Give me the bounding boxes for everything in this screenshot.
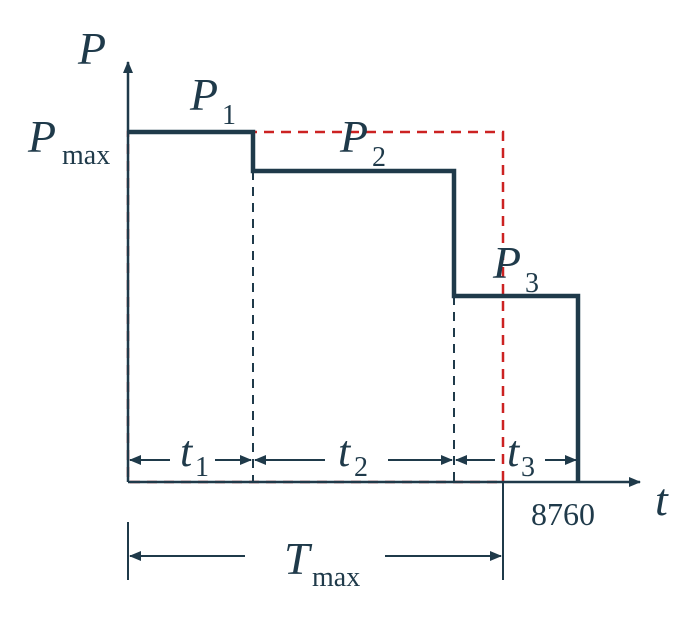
- p3-label-subscript: 3: [525, 268, 539, 299]
- p2-label-subscript: 2: [372, 142, 386, 173]
- x-axis-label: t: [655, 474, 669, 525]
- x-tick-8760: 8760: [531, 496, 595, 532]
- t1-label-subscript: 1: [195, 452, 209, 483]
- t2-label: t: [338, 427, 352, 476]
- pmax-label-subscript: max: [62, 140, 110, 171]
- p1-label: P: [189, 69, 218, 120]
- t2-label-subscript: 2: [354, 452, 368, 483]
- t1-label: t: [180, 427, 194, 476]
- p2-label: P: [339, 111, 368, 162]
- p1-label-subscript: 1: [222, 100, 236, 131]
- t3-label: t: [507, 427, 521, 476]
- tmax-label-subscript: max: [312, 562, 360, 593]
- y-axis-label: P: [77, 23, 106, 74]
- tmax-label: T: [284, 533, 313, 584]
- t3-label-subscript: 3: [521, 452, 535, 483]
- load-duration-curve: [128, 129, 581, 482]
- pmax-label: P: [27, 111, 56, 162]
- p3-label: P: [492, 237, 521, 288]
